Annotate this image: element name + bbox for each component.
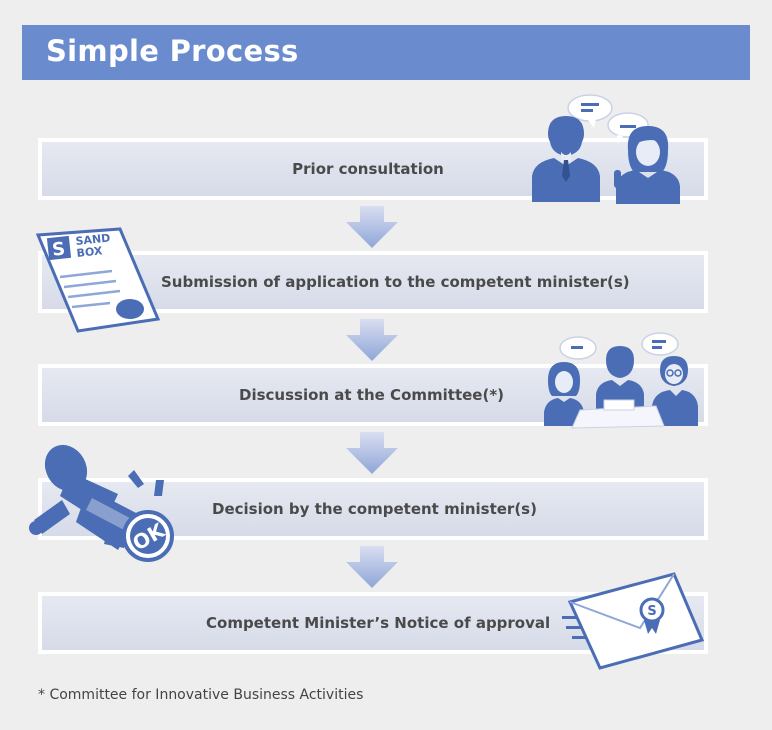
step-label: Competent Minister’s Notice of approval (206, 614, 551, 632)
sandbox-document-icon: S SAND BOX (35, 227, 161, 333)
sandbox-text: BOX (76, 244, 104, 260)
down-arrow-icon (346, 432, 398, 474)
down-arrow-icon (346, 546, 398, 588)
svg-text:S: S (647, 604, 656, 619)
approval-stamp-icon: OK (29, 444, 174, 562)
step-label: Prior consultation (292, 160, 444, 178)
step-label: Submission of application to the compete… (161, 273, 630, 291)
step-label: Discussion at the Committee(*) (239, 386, 505, 404)
header-bar: Simple Process (22, 25, 750, 80)
down-arrow-icon (346, 206, 398, 248)
svg-text:S: S (51, 238, 66, 260)
sandbox-text: SAND (75, 231, 111, 248)
step-label: Decision by the competent minister(s) (212, 500, 537, 518)
approval-envelope-icon: S (562, 572, 705, 670)
consultation-people-icon (532, 94, 680, 204)
committee-meeting-icon (544, 332, 698, 429)
page-title: Simple Process (46, 34, 299, 68)
down-arrow-icon (346, 319, 398, 361)
step-decision: Decision by the competent minister(s) (38, 478, 708, 540)
footnote: * Committee for Innovative Business Acti… (38, 687, 364, 703)
